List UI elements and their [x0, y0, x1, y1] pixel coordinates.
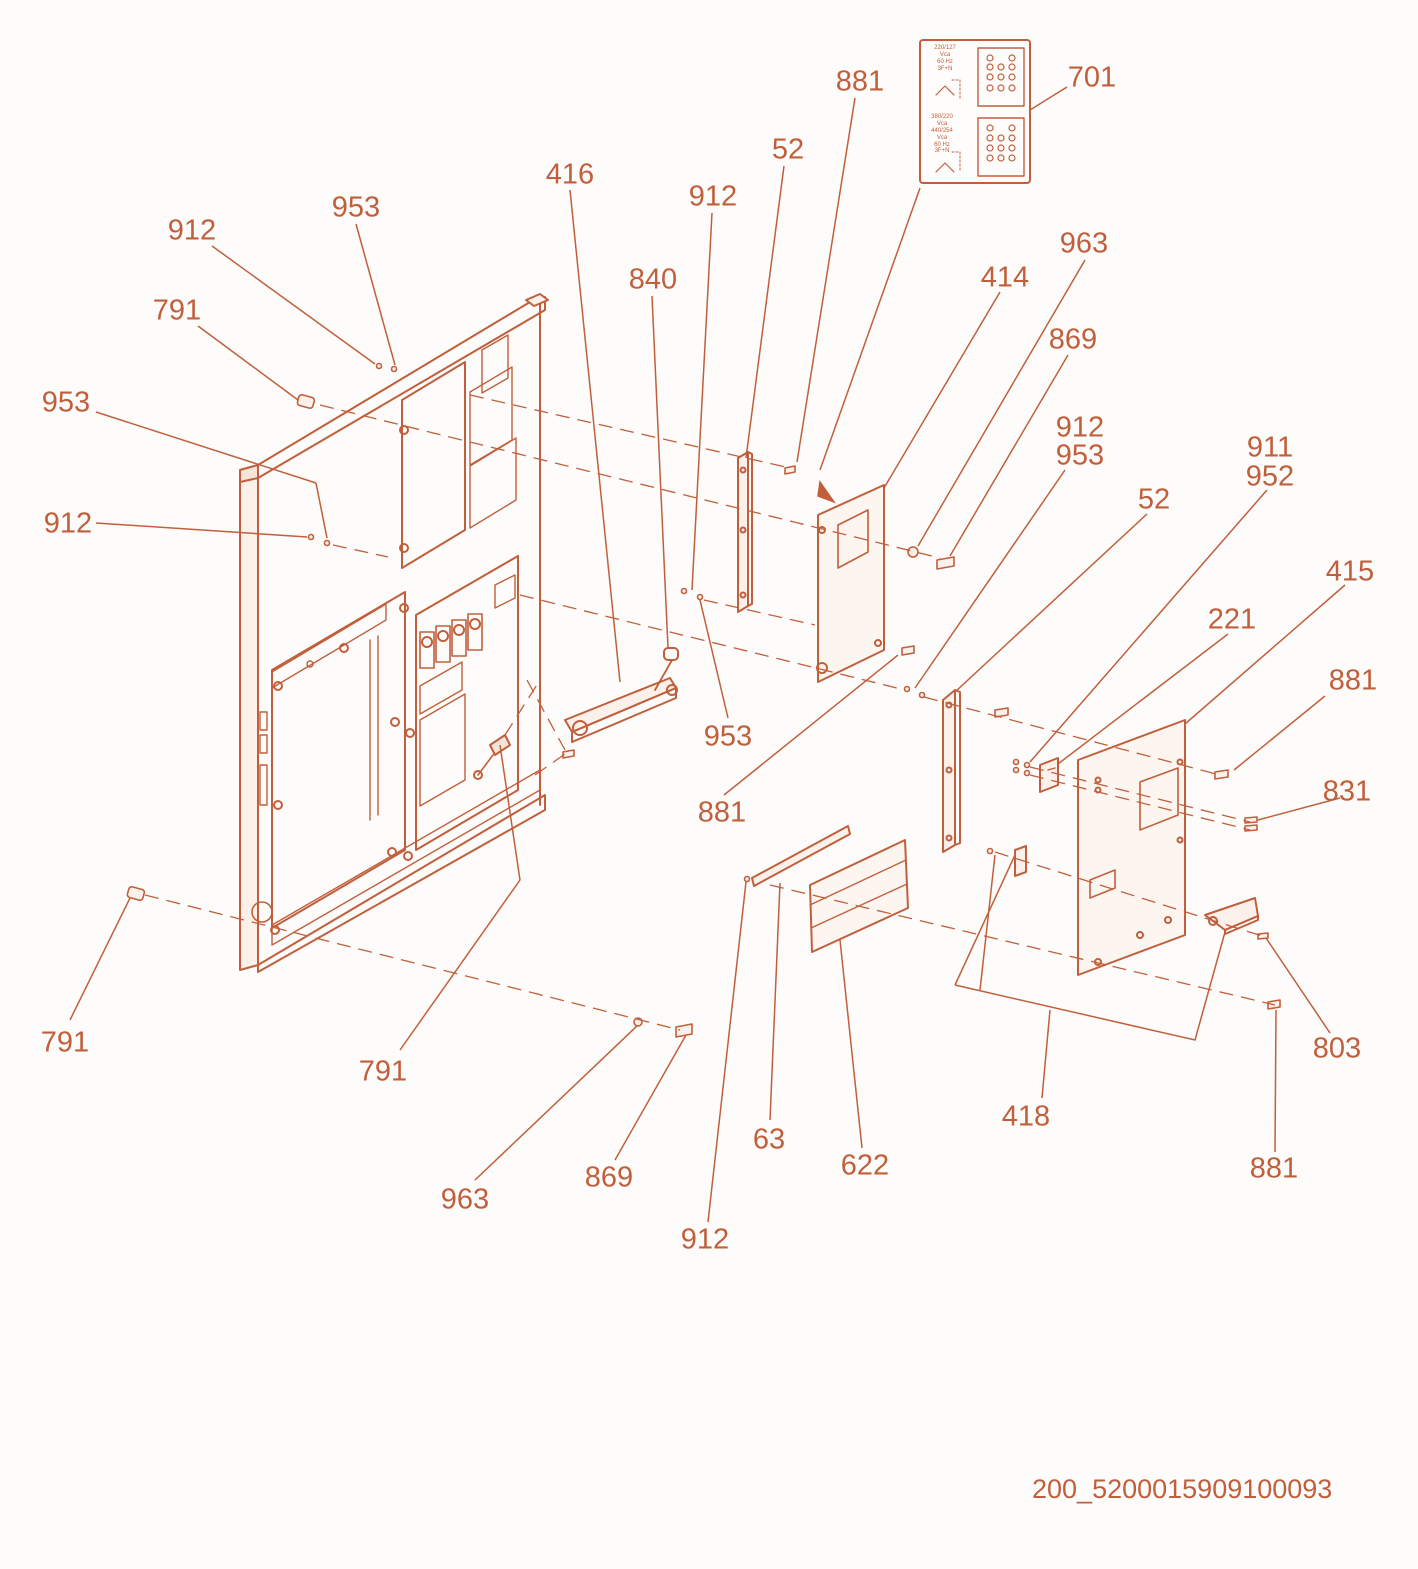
- fasteners: [126, 362, 1281, 1038]
- mounting-bar-416: [564, 647, 679, 743]
- plate-lower-line: 60 Hz: [934, 141, 950, 148]
- callout-418: 418: [1001, 1100, 1051, 1133]
- callout-52: 52: [1137, 483, 1171, 516]
- callout-803: 803: [1312, 1032, 1362, 1065]
- callout-881: 881: [835, 65, 885, 98]
- rail-52-mid: [942, 689, 961, 853]
- callout-912: 912: [43, 507, 93, 540]
- callout-791: 791: [152, 294, 202, 327]
- callout-52: 52: [771, 133, 805, 166]
- callout-912: 912: [680, 1223, 730, 1256]
- plate-lower-line: 440/254: [931, 127, 953, 134]
- callout-953: 953: [703, 720, 753, 753]
- plate-upper-text: 220/127 Vca 60 Hz 3F+N: [925, 45, 965, 73]
- callout-840: 840: [628, 263, 678, 296]
- callout-881: 881: [697, 796, 747, 829]
- callout-881: 881: [1328, 664, 1378, 697]
- callout-912: 912: [1055, 411, 1105, 444]
- callout-953: 953: [331, 191, 381, 224]
- assembly-lines: [144, 394, 1276, 1031]
- label-plate-701: [919, 39, 1031, 184]
- leader-lines: [69, 86, 1346, 1223]
- plate-upper-line: Vca: [939, 51, 951, 58]
- callout-701: 701: [1067, 61, 1117, 94]
- callout-622: 622: [840, 1149, 890, 1182]
- callout-963: 963: [440, 1183, 490, 1216]
- callout-221: 221: [1207, 603, 1257, 636]
- callout-953: 953: [41, 386, 91, 419]
- plate-upper-line: 3F+N: [937, 65, 953, 72]
- main-back-panel: [239, 293, 549, 973]
- callout-791: 791: [358, 1055, 408, 1088]
- callout-953: 953: [1055, 439, 1105, 472]
- plate-lower-line: Vca: [936, 134, 948, 141]
- callout-911: 911: [1246, 431, 1294, 464]
- callout-869: 869: [584, 1161, 634, 1194]
- callout-912: 912: [167, 214, 217, 247]
- plate-upper-line: 60 Hz: [937, 58, 953, 65]
- plate-upper-line: 220/127: [934, 45, 956, 51]
- plate-lower-line: Vca: [936, 120, 948, 127]
- bracket-221: [1039, 757, 1059, 793]
- plate-415: [1077, 719, 1186, 976]
- rail-52-top: [737, 451, 753, 613]
- drawing-code: 200_5200015909100093: [1032, 1474, 1333, 1504]
- plate-lower-text: 380/220 Vca 440/254 Vca 60 Hz 3F+N: [922, 114, 962, 155]
- plate-lower-line: 3F+N: [934, 148, 950, 155]
- plate-lower-line: 380/220: [931, 114, 953, 120]
- callout-831: 831: [1322, 775, 1372, 808]
- callout-881: 881: [1249, 1152, 1299, 1185]
- cover-622: [809, 839, 909, 953]
- plate-414: [816, 484, 885, 683]
- callout-912: 912: [688, 180, 738, 213]
- clip-418-left: [1014, 845, 1027, 877]
- callout-869: 869: [1048, 323, 1098, 356]
- callout-791: 791: [40, 1026, 90, 1059]
- callout-416: 416: [545, 158, 595, 191]
- strip-63: [751, 825, 851, 887]
- callout-63: 63: [752, 1123, 786, 1156]
- callout-952: 952: [1245, 460, 1295, 493]
- callout-414: 414: [980, 261, 1030, 294]
- callout-963: 963: [1059, 227, 1109, 260]
- clip-418-right: [1204, 897, 1259, 935]
- callout-415: 415: [1325, 555, 1375, 588]
